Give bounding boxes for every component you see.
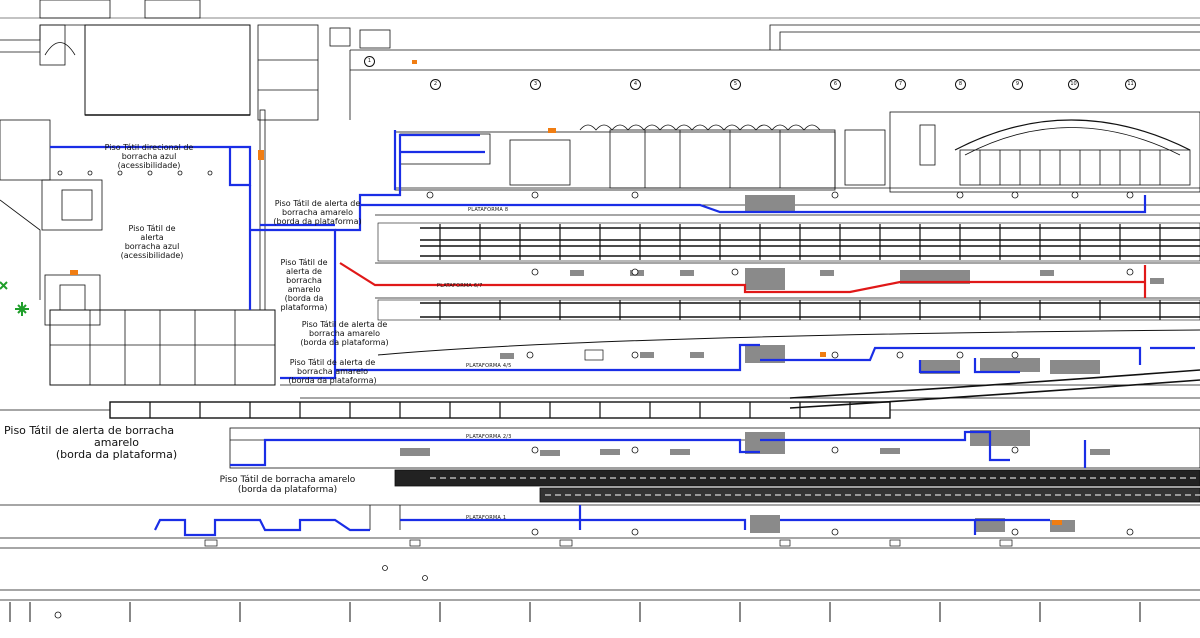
platform-6-7-label: PLATAFORMA 6/7 — [437, 283, 483, 289]
axis-marker-10: 10 — [1068, 79, 1079, 90]
platform-1-label: PLATAFORMA 1 — [466, 515, 507, 521]
label-line: Piso Tátil de — [128, 224, 176, 233]
label-line: Piso Tátil de alerta de — [301, 320, 388, 329]
label-line: plataforma) — [280, 303, 328, 312]
axis-marker-11: 11 — [1125, 79, 1136, 90]
label-line: amarelo — [93, 436, 140, 449]
label-line: Piso Tátil de alerta de borracha — [4, 424, 175, 437]
label-piso-alerta-amarelo-1: Piso Tátil de alerta de borracha amarelo… — [265, 199, 370, 226]
label-line: alerta — [140, 233, 164, 242]
label-line: (borda da plataforma) — [273, 217, 362, 226]
label-line: borracha amarelo — [286, 276, 322, 294]
label-line: borracha azul — [121, 152, 177, 161]
axis-marker-5: 5 — [730, 79, 741, 90]
label-piso-direcional-azul: Piso Tátil direcional de borracha azul (… — [84, 143, 214, 170]
axis-marker-8: 8 — [955, 79, 966, 90]
label-piso-alerta-amarelo-2: Piso Tátil de alerta de borracha amarelo… — [270, 258, 338, 312]
axis-marker-1: 1 — [364, 56, 375, 67]
label-piso-alerta-amarelo-4: Piso Tátil de alerta de borracha amarelo… — [280, 358, 385, 385]
label-line: Piso Tátil direcional de — [104, 143, 194, 152]
axis-marker-9: 9 — [1012, 79, 1023, 90]
label-line: borracha amarelo — [282, 208, 353, 217]
label-line: Piso Tátil de — [280, 258, 328, 267]
label-line: (borda da — [284, 294, 324, 303]
platform-2-3-label: PLATAFORMA 2/3 — [466, 434, 512, 440]
label-line: (acessibilidade) — [120, 251, 184, 260]
label-line: borracha amarelo — [309, 329, 380, 338]
label-line: (borda da plataforma) — [300, 338, 389, 347]
axis-marker-2: 2 — [430, 79, 441, 90]
axis-marker-3: 3 — [530, 79, 541, 90]
label-line: (borda da plataforma) — [288, 376, 377, 385]
label-line: Piso Tátil de alerta de — [289, 358, 376, 367]
axis-marker-6: 6 — [830, 79, 841, 90]
axis-marker-4: 4 — [630, 79, 641, 90]
platform-8-label: PLATAFORMA 8 — [468, 207, 509, 213]
label-line: (acessibilidade) — [117, 161, 181, 170]
label-line: alerta de — [286, 267, 322, 276]
label-line: Piso Tátil de alerta de — [274, 199, 361, 208]
label-line: borracha azul — [124, 242, 180, 251]
label-line: borracha amarelo — [297, 367, 368, 376]
label-piso-alerta-amarelo-3: Piso Tátil de alerta de borracha amarelo… — [292, 320, 397, 347]
axis-marker-7: 7 — [895, 79, 906, 90]
label-piso-alerta-azul: Piso Tátil de alerta borracha azul (aces… — [110, 224, 194, 260]
platform-4-5-label: PLATAFORMA 4/5 — [466, 363, 512, 369]
label-piso-alerta-amarelo-5: Piso Tátil de alerta de borracha amarelo… — [4, 425, 229, 461]
label-line: (borda da plataforma) — [237, 485, 338, 495]
label-line: (borda da plataforma) — [55, 448, 178, 461]
label-piso-amarelo-6: Piso Tátil de borracha amarelo (borda da… — [195, 475, 380, 495]
label-line: Piso Tátil de borracha amarelo — [219, 475, 356, 485]
